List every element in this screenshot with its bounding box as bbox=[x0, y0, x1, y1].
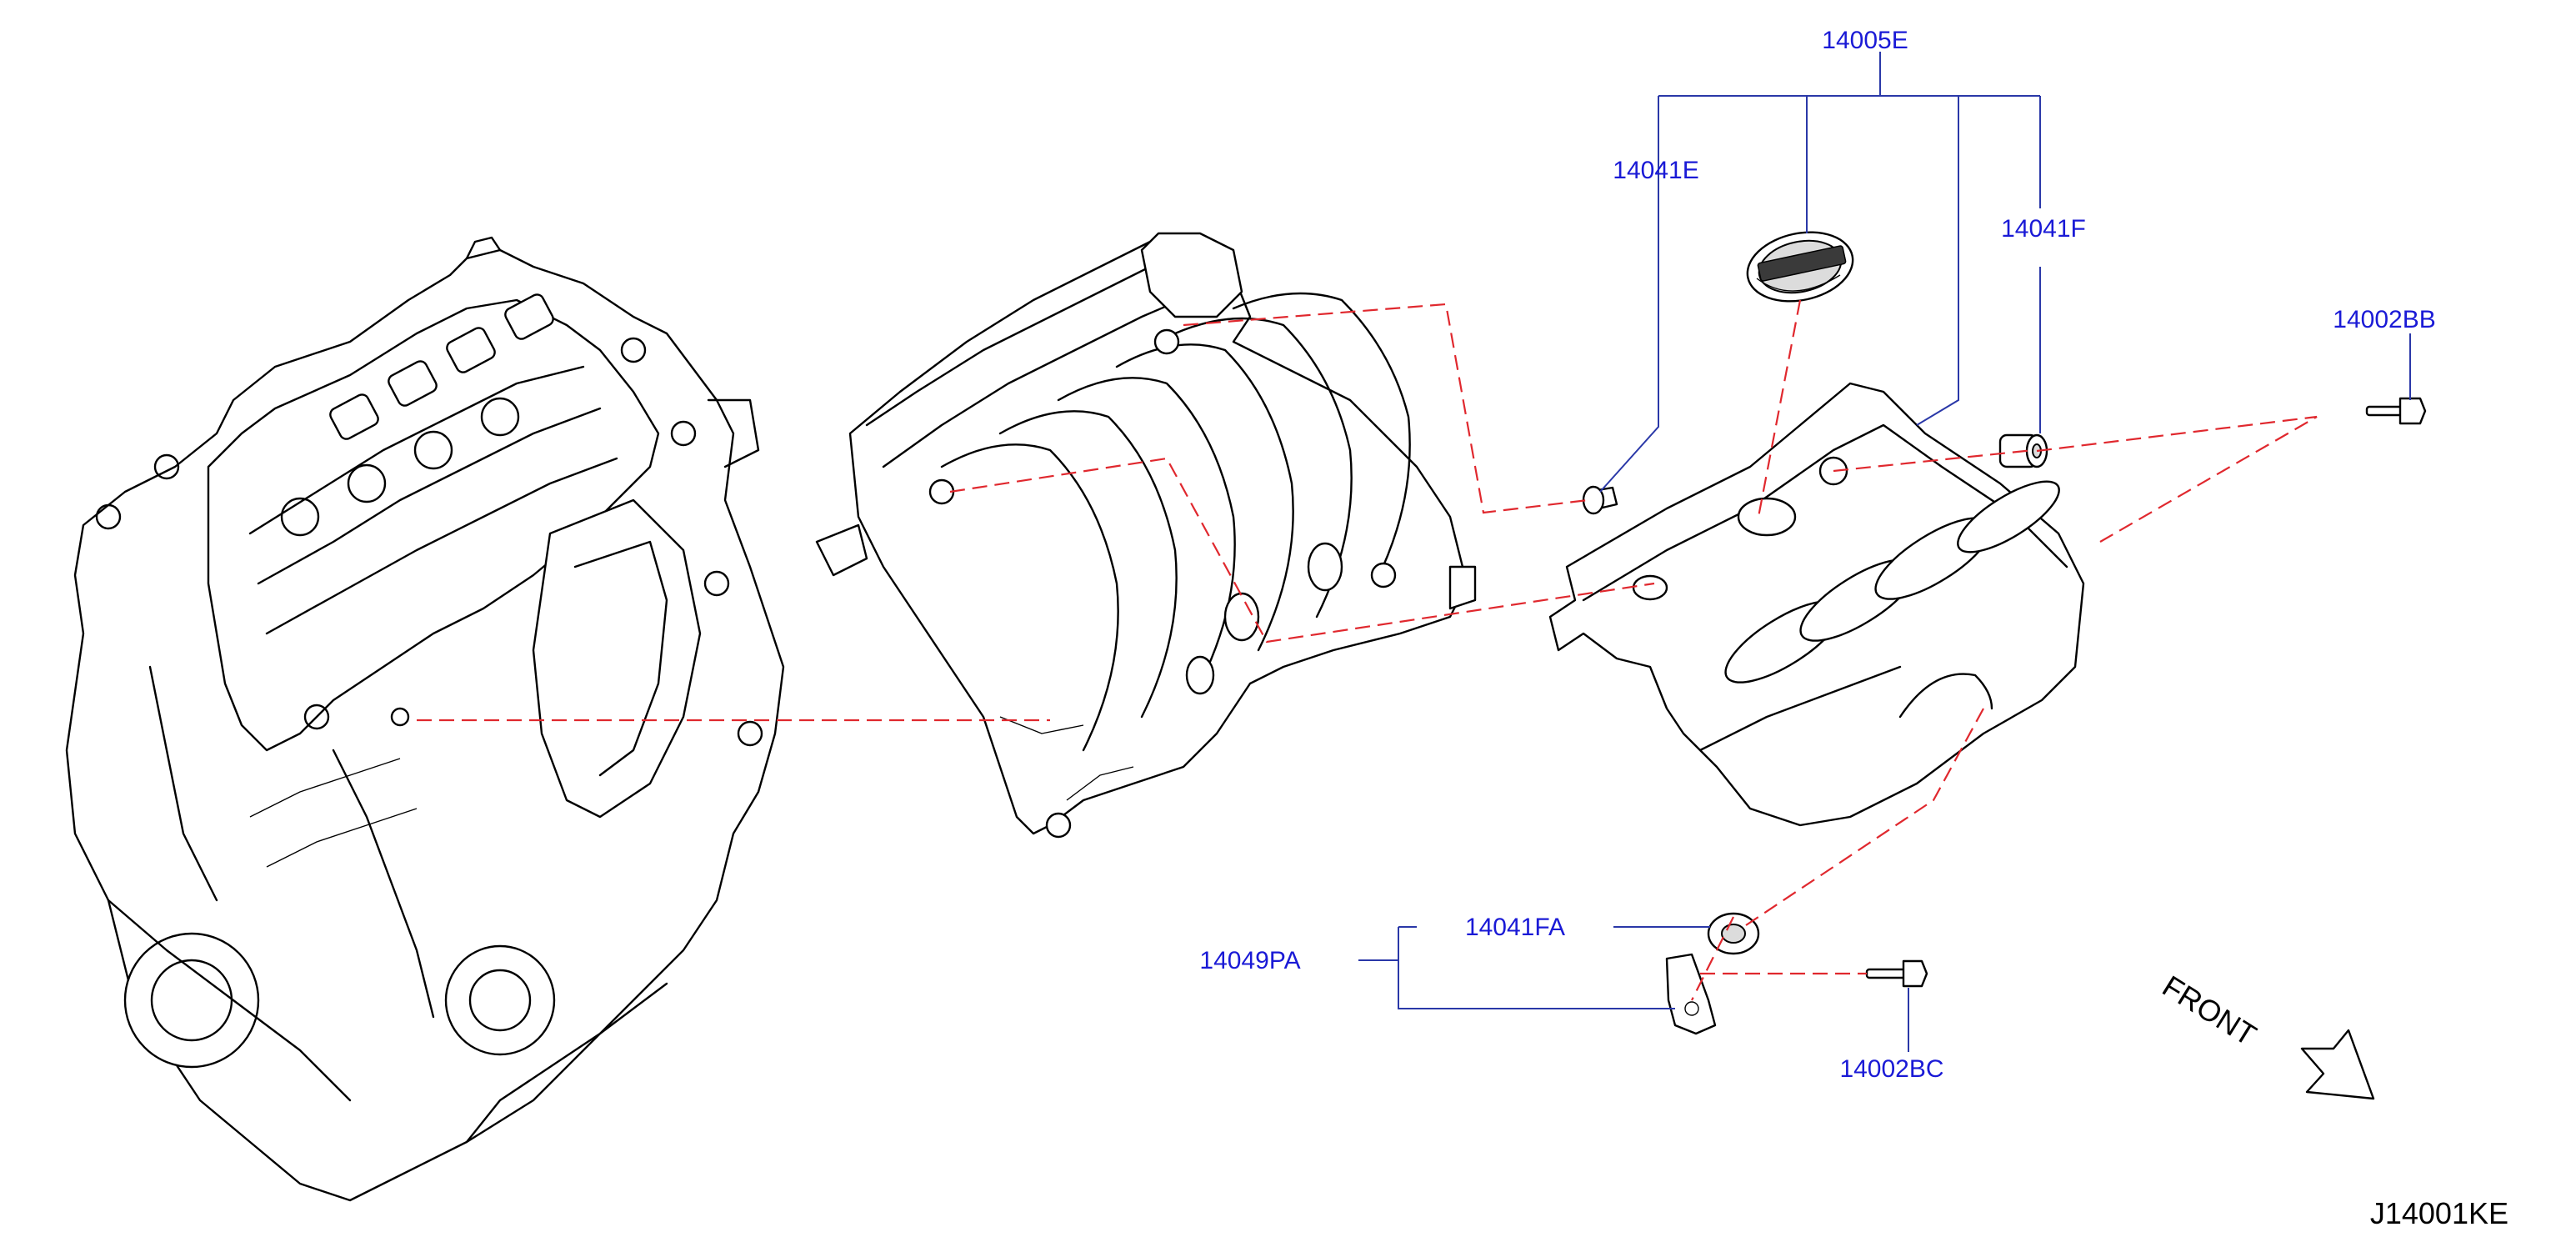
label-grommet-lower: 14041FA bbox=[1465, 914, 1565, 941]
part-number-labels: 14005E 14041E 14041F 14002BB 14041FA 140… bbox=[1199, 27, 2435, 1083]
dashed-reference-lines bbox=[417, 299, 2318, 1001]
nissan-emblem bbox=[1746, 231, 1854, 303]
diagram-code: J14001KE bbox=[2370, 1196, 2508, 1230]
front-label: FRONT bbox=[2157, 969, 2263, 1052]
bolt-lower-part bbox=[1865, 959, 1928, 988]
arrow-down-right-icon bbox=[2300, 1029, 2375, 1100]
label-cover-grommet-left: 14041E bbox=[1613, 157, 1698, 184]
leader-lines bbox=[1358, 52, 2411, 1052]
label-bolt-upper: 14002BB bbox=[2333, 306, 2435, 333]
bolt-upper-part bbox=[2365, 397, 2427, 425]
engine-block-illustration bbox=[65, 236, 785, 1202]
front-indicator: FRONT bbox=[2157, 969, 2375, 1100]
bracket-part bbox=[1665, 953, 1717, 1035]
label-engine-cover-assy: 14005E bbox=[1822, 27, 1908, 54]
label-cover-grommet-right: 14041F bbox=[2001, 215, 2086, 243]
engine-cover-illustration bbox=[1548, 382, 2085, 827]
label-bracket: 14049PA bbox=[1199, 947, 1300, 974]
label-bolt-lower: 14002BC bbox=[1839, 1055, 1943, 1083]
grommet-left-part bbox=[1582, 485, 1618, 515]
grommet-lower-part bbox=[1707, 912, 1760, 955]
intake-manifold-illustration bbox=[815, 232, 1477, 839]
